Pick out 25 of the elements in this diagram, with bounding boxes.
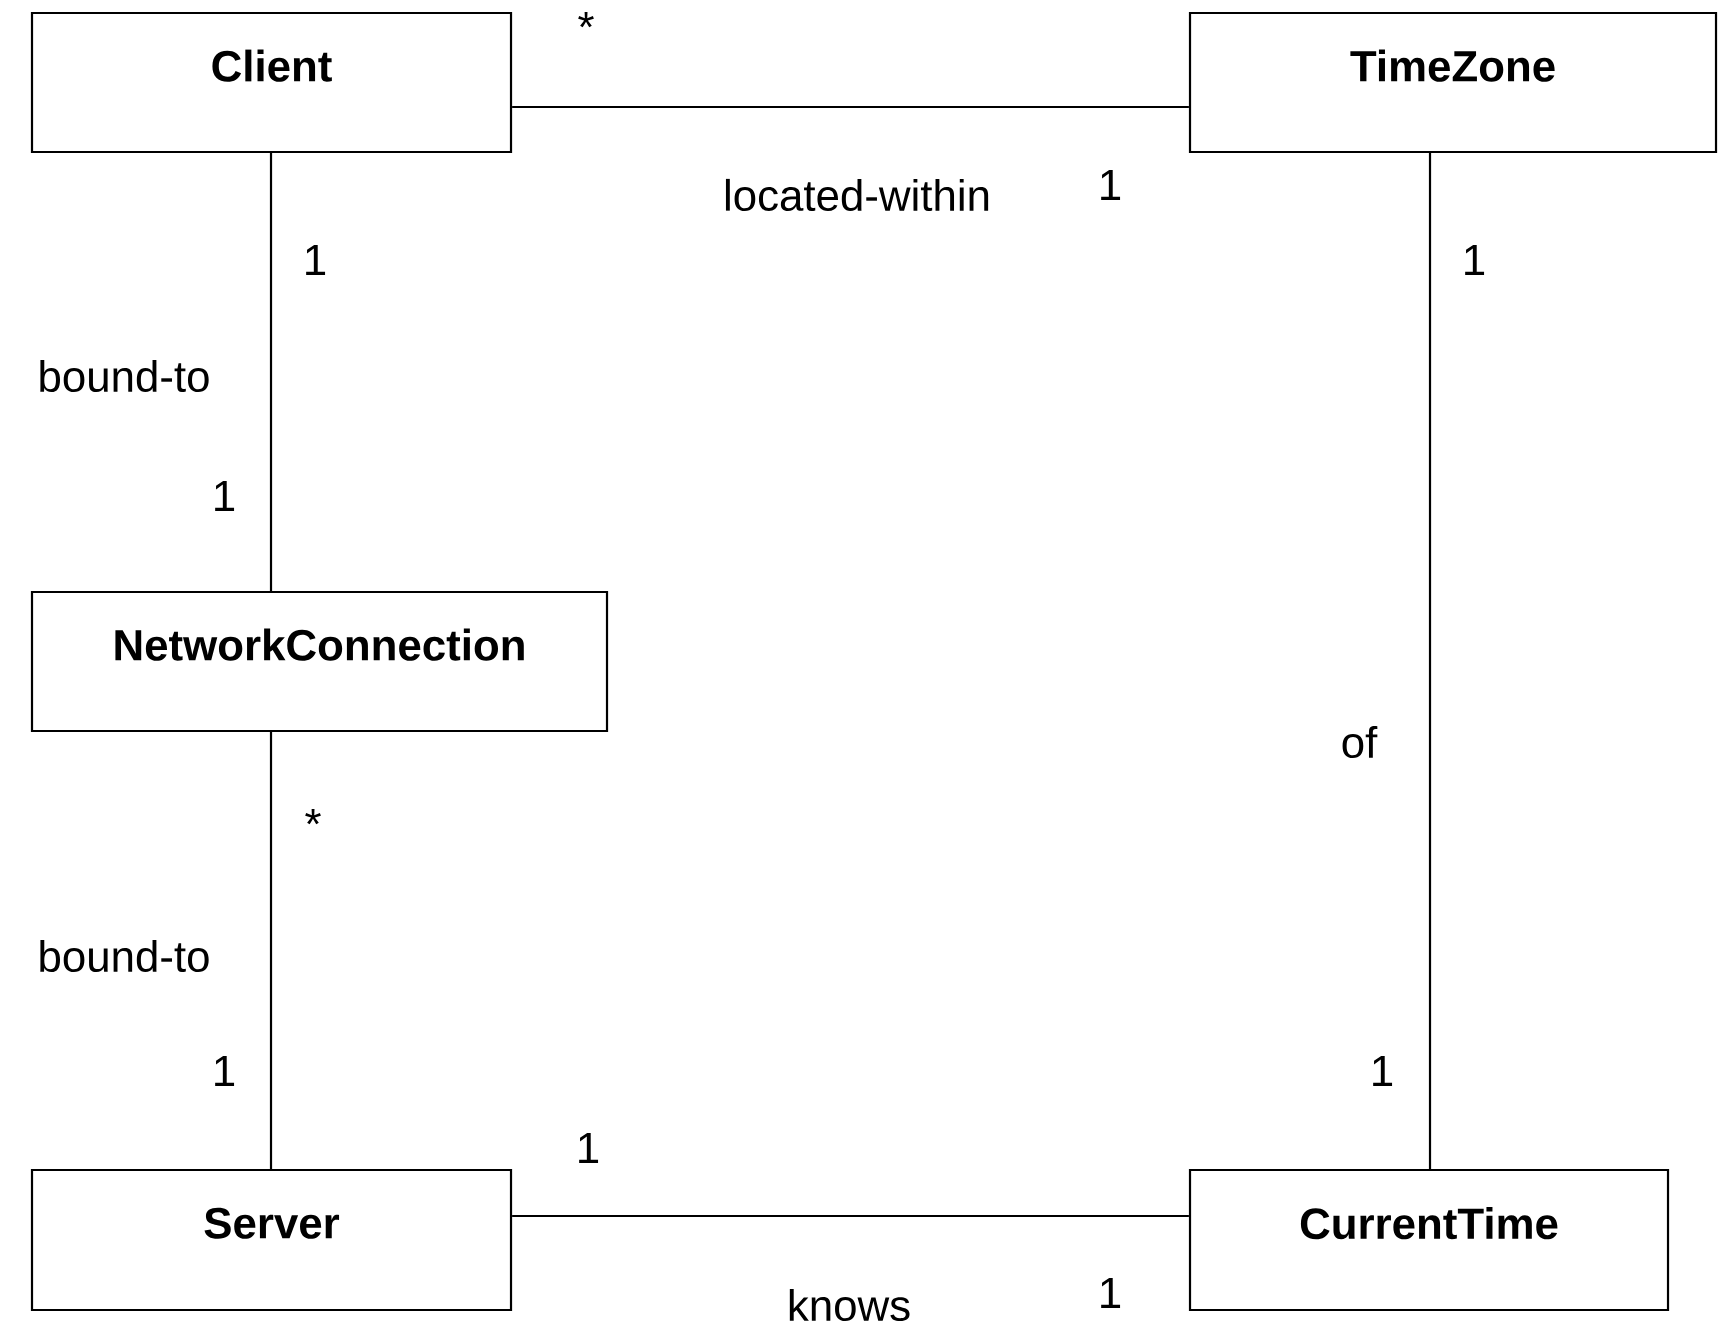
class-box: CurrentTime <box>1188 1168 1670 1312</box>
multiplicity-label: 1 <box>306 244 326 276</box>
class-box: Client <box>30 11 513 154</box>
class-box: Server <box>30 1168 513 1312</box>
class-box: TimeZone <box>1188 11 1718 154</box>
multiplicity-label: 1 <box>215 480 235 512</box>
multiplicity-label: 1 <box>1101 1277 1121 1309</box>
association-line <box>512 1214 1189 1218</box>
association-label: knows <box>785 1287 913 1323</box>
association-label: of <box>1339 724 1379 760</box>
association-label: bound-to <box>36 358 212 394</box>
class-box: NetworkConnection <box>30 590 609 733</box>
association-label: bound-to <box>36 938 212 974</box>
association-label: located-within <box>722 177 993 213</box>
association-line <box>1428 153 1432 1169</box>
association-line <box>269 732 273 1169</box>
multiplicity-label: 1 <box>1373 1055 1393 1087</box>
association-line <box>269 153 273 591</box>
multiplicity-label: * <box>578 11 594 28</box>
multiplicity-label: 1 <box>579 1132 599 1164</box>
association-line <box>512 105 1189 109</box>
multiplicity-label: * <box>305 808 321 825</box>
multiplicity-label: 1 <box>215 1055 235 1087</box>
multiplicity-label: 1 <box>1101 169 1121 201</box>
multiplicity-label: 1 <box>1465 244 1485 276</box>
